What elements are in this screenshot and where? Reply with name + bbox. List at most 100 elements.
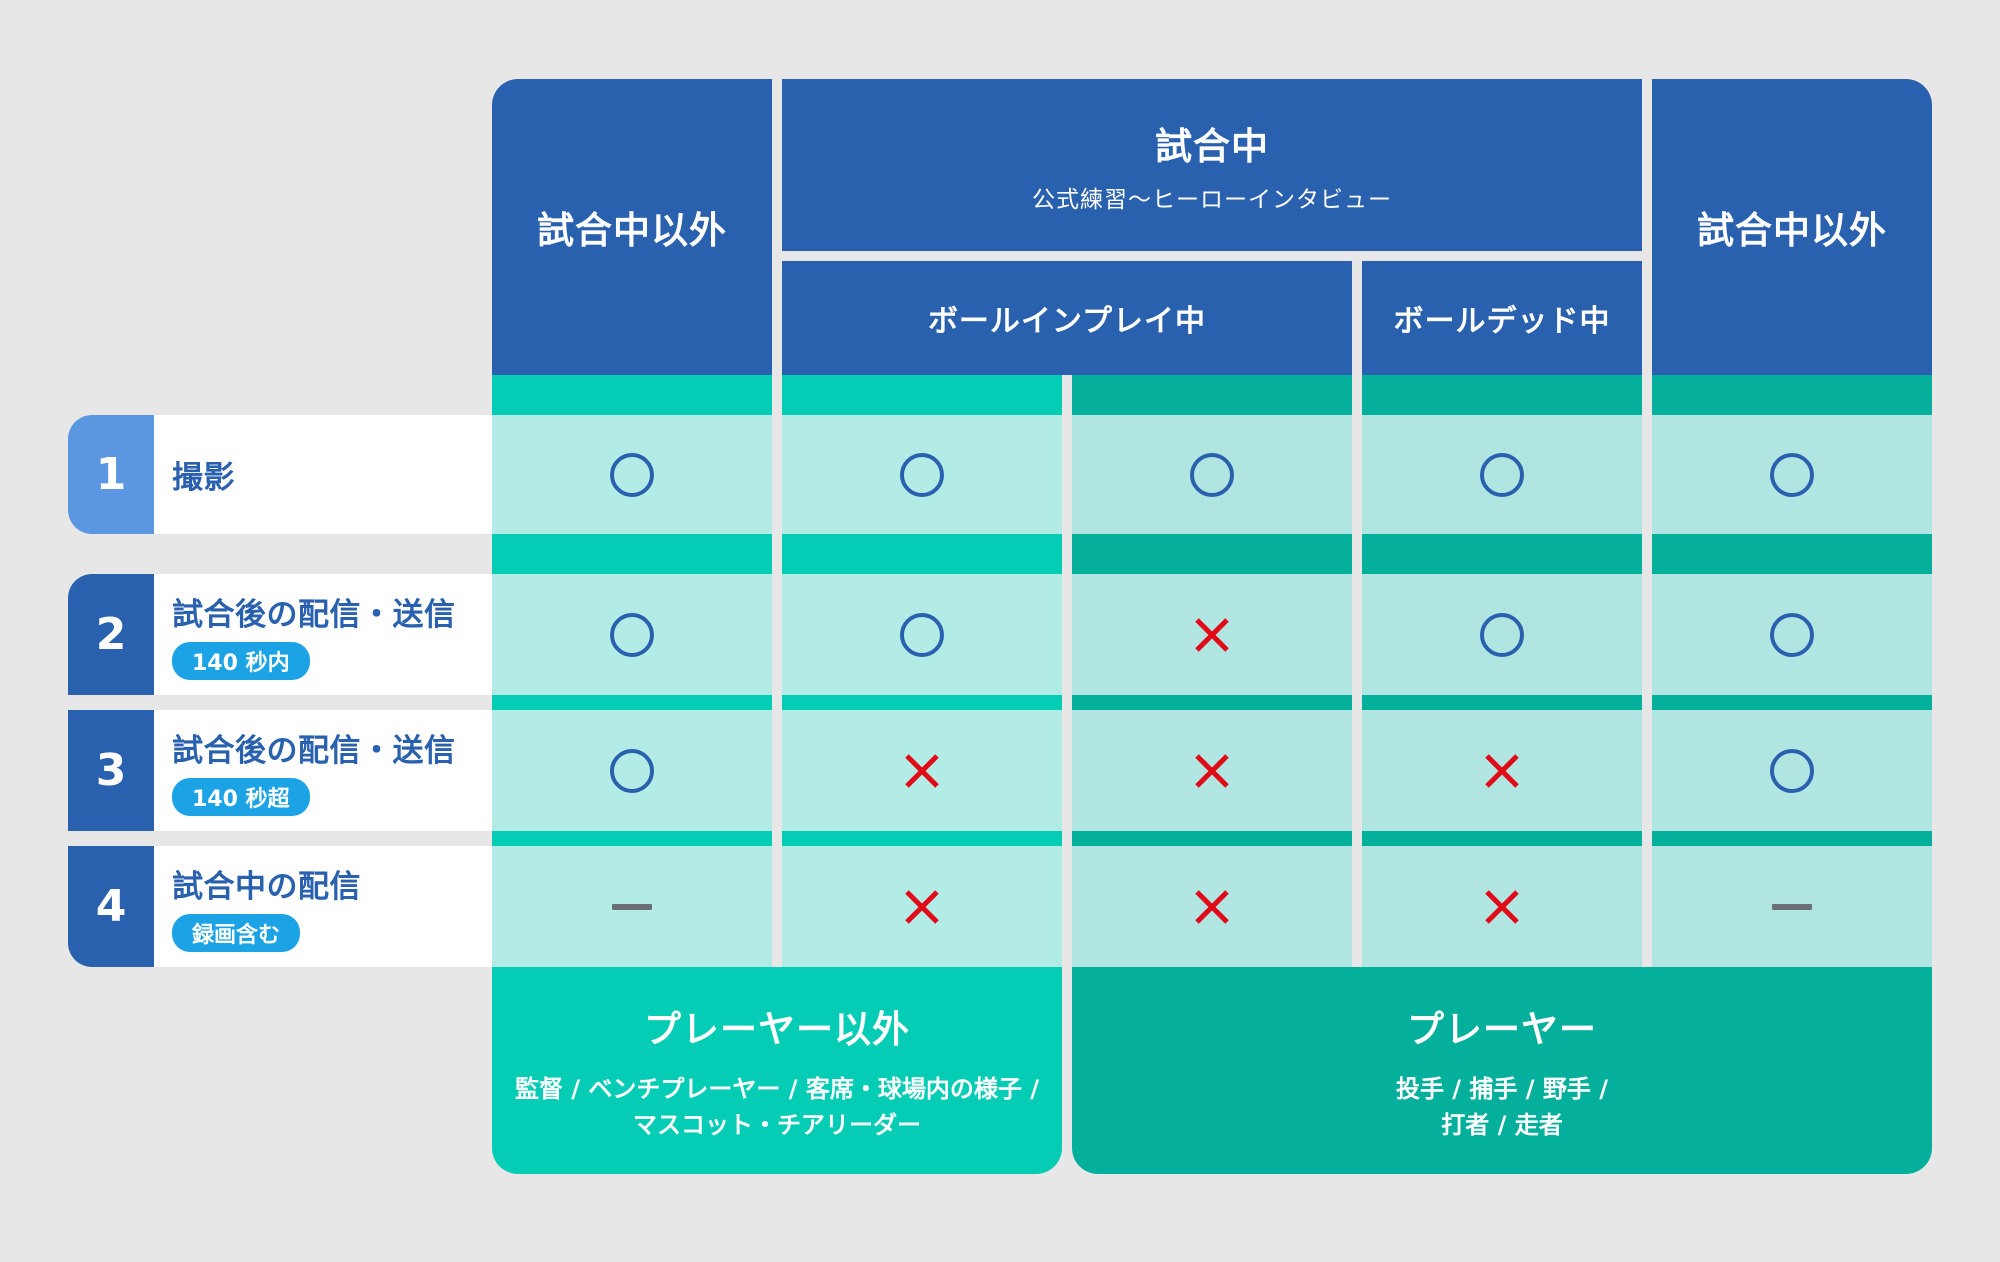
row-number: 3 xyxy=(68,710,154,831)
header-during-title: 試合中 xyxy=(1155,125,1269,168)
header-ball-in-play-label: ボールインプレイ中 xyxy=(927,304,1207,339)
column-gap xyxy=(772,375,782,967)
dash-icon xyxy=(1772,903,1812,910)
row-label-3: 3 試合後の配信・送信 140 秒超 xyxy=(68,710,492,831)
footer-non-player-title: プレーヤー以外 xyxy=(644,1007,910,1051)
band-stripe xyxy=(492,695,772,710)
circle-icon xyxy=(900,452,944,497)
cross-icon xyxy=(905,753,939,788)
circle-icon xyxy=(1480,612,1524,657)
cross-icon xyxy=(1195,617,1229,652)
band-stripe xyxy=(1652,534,1932,574)
mark-cell xyxy=(782,846,1062,967)
mark-cell xyxy=(1362,846,1642,967)
header-outside-right: 試合中以外 xyxy=(1652,79,1932,375)
mark-cell xyxy=(782,415,1062,534)
circle-icon xyxy=(610,452,654,497)
circle-icon xyxy=(1770,748,1814,793)
mark-cell xyxy=(492,846,772,967)
band-stripe xyxy=(1072,534,1352,574)
mark-cell xyxy=(492,574,772,695)
cross-icon xyxy=(1485,889,1519,924)
row-text: 試合中の配信録画含む xyxy=(172,846,361,967)
mark-cell xyxy=(782,710,1062,831)
circle-icon xyxy=(1770,612,1814,657)
band-stripe xyxy=(782,831,1062,846)
circle-icon xyxy=(610,748,654,793)
mark-cell xyxy=(1652,574,1932,695)
footer-player-line1: 投手 / 捕手 / 野手 / xyxy=(1395,1074,1609,1103)
band-stripe xyxy=(1652,831,1932,846)
footer-non-player-line2: マスコット・チアリーダー xyxy=(632,1110,921,1139)
mark-cell xyxy=(1652,710,1932,831)
header-ball-dead: ボールデッド中 xyxy=(1362,261,1642,375)
column-gap xyxy=(1352,375,1362,967)
footer-player-title: プレーヤー xyxy=(1407,1007,1597,1051)
band-stripe xyxy=(1362,695,1642,710)
circle-icon xyxy=(900,612,944,657)
footer-non-player: プレーヤー以外 監督 / ベンチプレーヤー / 客席・球場内の様子 / マスコッ… xyxy=(492,967,1062,1174)
band-stripe xyxy=(492,534,772,574)
band-stripe xyxy=(1362,831,1642,846)
row-number: 2 xyxy=(68,574,154,695)
cross-icon xyxy=(1195,889,1229,924)
row-text: 撮影 xyxy=(172,415,235,534)
band-stripe xyxy=(782,375,1062,415)
band-stripe xyxy=(782,695,1062,710)
header-ball-dead-label: ボールデッド中 xyxy=(1393,304,1611,339)
row-label-1: 1 撮影 xyxy=(68,415,492,534)
footer-player: プレーヤー 投手 / 捕手 / 野手 / 打者 / 走者 xyxy=(1072,967,1932,1174)
dash-icon xyxy=(612,903,652,910)
mark-cell xyxy=(1072,846,1352,967)
band-stripe xyxy=(1072,695,1352,710)
circle-icon xyxy=(610,612,654,657)
footer-player-line2: 打者 / 走者 xyxy=(1441,1110,1563,1139)
column-gap xyxy=(1062,375,1072,967)
mark-cell xyxy=(1072,574,1352,695)
band-stripe xyxy=(1362,534,1642,574)
band-stripe xyxy=(782,534,1062,574)
header-during-subtitle: 公式練習～ヒーローインタビュー xyxy=(1032,187,1392,213)
cross-icon xyxy=(905,889,939,924)
row-number: 4 xyxy=(68,846,154,967)
row-pill-badge: 録画含む xyxy=(172,914,301,952)
band-stripe xyxy=(1072,831,1352,846)
column-gap xyxy=(1642,375,1652,967)
row-label-text: 試合中の配信 xyxy=(172,869,361,905)
row-number: 1 xyxy=(68,415,154,534)
mark-cell xyxy=(1362,415,1642,534)
band-stripe xyxy=(1652,695,1932,710)
cross-icon xyxy=(1195,753,1229,788)
mark-cell xyxy=(1362,710,1642,831)
circle-icon xyxy=(1190,452,1234,497)
footer-non-player-line1: 監督 / ベンチプレーヤー / 客席・球場内の様子 / xyxy=(514,1074,1040,1103)
cross-icon xyxy=(1485,753,1519,788)
row-pill-badge: 140 秒内 xyxy=(172,642,310,680)
row-label-text: 試合後の配信・送信 xyxy=(172,733,456,769)
mark-cell xyxy=(1072,415,1352,534)
band-stripe xyxy=(1072,375,1352,415)
row-label-2: 2 試合後の配信・送信 140 秒内 xyxy=(68,574,492,695)
mark-cell xyxy=(1072,710,1352,831)
header-during-game: 試合中 公式練習～ヒーローインタビュー xyxy=(782,79,1642,251)
mark-cell xyxy=(1362,574,1642,695)
mark-cell xyxy=(1652,846,1932,967)
row-pill-badge: 140 秒超 xyxy=(172,778,310,816)
band-stripe xyxy=(492,375,772,415)
row-label-text: 撮影 xyxy=(172,460,235,496)
header-outside-left-label: 試合中以外 xyxy=(537,209,727,252)
row-label-text: 試合後の配信・送信 xyxy=(172,597,456,633)
mark-cell xyxy=(492,710,772,831)
mark-cell xyxy=(492,415,772,534)
band-stripe xyxy=(1362,375,1642,415)
band-stripe xyxy=(492,831,772,846)
header-ball-in-play: ボールインプレイ中 xyxy=(782,261,1352,375)
band-stripe xyxy=(1652,375,1932,415)
mark-cell xyxy=(1652,415,1932,534)
circle-icon xyxy=(1770,452,1814,497)
header-outside-left: 試合中以外 xyxy=(492,79,772,375)
row-text: 試合後の配信・送信 140 秒内 xyxy=(172,574,456,695)
row-text: 試合後の配信・送信 140 秒超 xyxy=(172,710,456,831)
header-outside-right-label: 試合中以外 xyxy=(1697,209,1887,252)
